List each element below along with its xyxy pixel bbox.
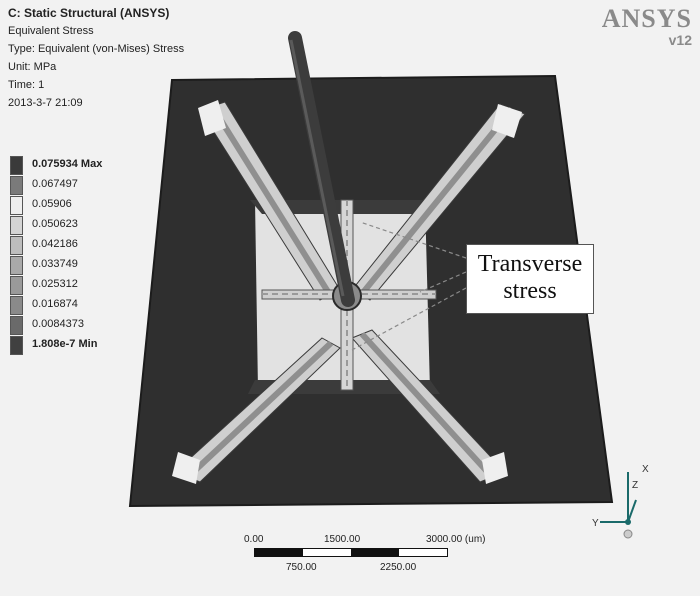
analysis-title: C: Static Structural (ANSYS): [8, 6, 170, 20]
axis-label-y: Y: [592, 518, 599, 529]
scale-bar: [254, 548, 448, 557]
callout-pointers: [351, 221, 467, 351]
upper-ledge: [250, 200, 430, 214]
result-unit: Unit: MPa: [8, 61, 57, 73]
axis-label-z: Z: [632, 480, 638, 491]
ansys-logo: ANSYS v12: [601, 4, 692, 49]
callout-line-2: stress: [503, 278, 557, 304]
legend-label: 0.042186: [32, 238, 78, 250]
legend-label: 0.025312: [32, 278, 78, 290]
legend-label: 0.05906: [32, 198, 72, 210]
legend-label: 0.0084373: [32, 318, 84, 330]
legend-swatch: [10, 336, 23, 355]
scale-tick-top-2: 1500.00: [324, 534, 361, 545]
callout-line-1: Transverse: [477, 251, 583, 277]
legend-swatch: [10, 296, 23, 315]
legend-swatch: [10, 276, 23, 295]
result-info: C: Static Structural (ANSYS) Equivalent …: [8, 4, 184, 112]
scale-tick-bottom-2: 2250.00: [380, 562, 417, 573]
legend-label: 0.016874: [32, 298, 78, 310]
legend-swatch: [10, 156, 23, 175]
legend-swatch: [10, 196, 23, 215]
legend-swatch: [10, 216, 23, 235]
scale-tick-top-1: 0.00: [244, 534, 264, 545]
logo-version: v12: [668, 32, 692, 48]
result-type: Type: Equivalent (von-Mises) Stress: [8, 43, 185, 55]
transverse-stress-callout: Transverse stress: [466, 244, 594, 314]
scale-tick-bottom-1: 750.00: [286, 562, 317, 573]
legend-swatch: [10, 256, 23, 275]
result-timestamp: 2013-3-7 21:09: [8, 97, 83, 109]
legend-label: 0.033749: [32, 258, 78, 270]
legend-label: 1.808e-7 Min: [32, 338, 98, 350]
axis-triad[interactable]: X Y Z: [588, 460, 658, 542]
result-time: Time: 1: [8, 79, 45, 91]
legend-label: 0.075934 Max: [32, 158, 103, 170]
beam-top-right: [351, 103, 526, 301]
beam-bottom-right: [351, 329, 508, 484]
scale-tick-top-3: 3000.00 (um): [426, 534, 486, 545]
legend-swatch: [10, 236, 23, 255]
result-name: Equivalent Stress: [8, 25, 94, 37]
scale-ruler: 0.00 1500.00 3000.00 (um) 750.00 2250.00: [240, 532, 520, 580]
legend-label: 0.067497: [32, 178, 78, 190]
axis-label-x: X: [642, 464, 649, 475]
legend-label: 0.050623: [32, 218, 78, 230]
legend-swatch: [10, 316, 23, 335]
probe-pillar: [288, 31, 355, 307]
legend-swatch: [10, 176, 23, 195]
beam-top-left: [198, 100, 341, 301]
logo-brand: ANSYS: [601, 4, 692, 33]
beam-bottom-left: [172, 337, 341, 484]
